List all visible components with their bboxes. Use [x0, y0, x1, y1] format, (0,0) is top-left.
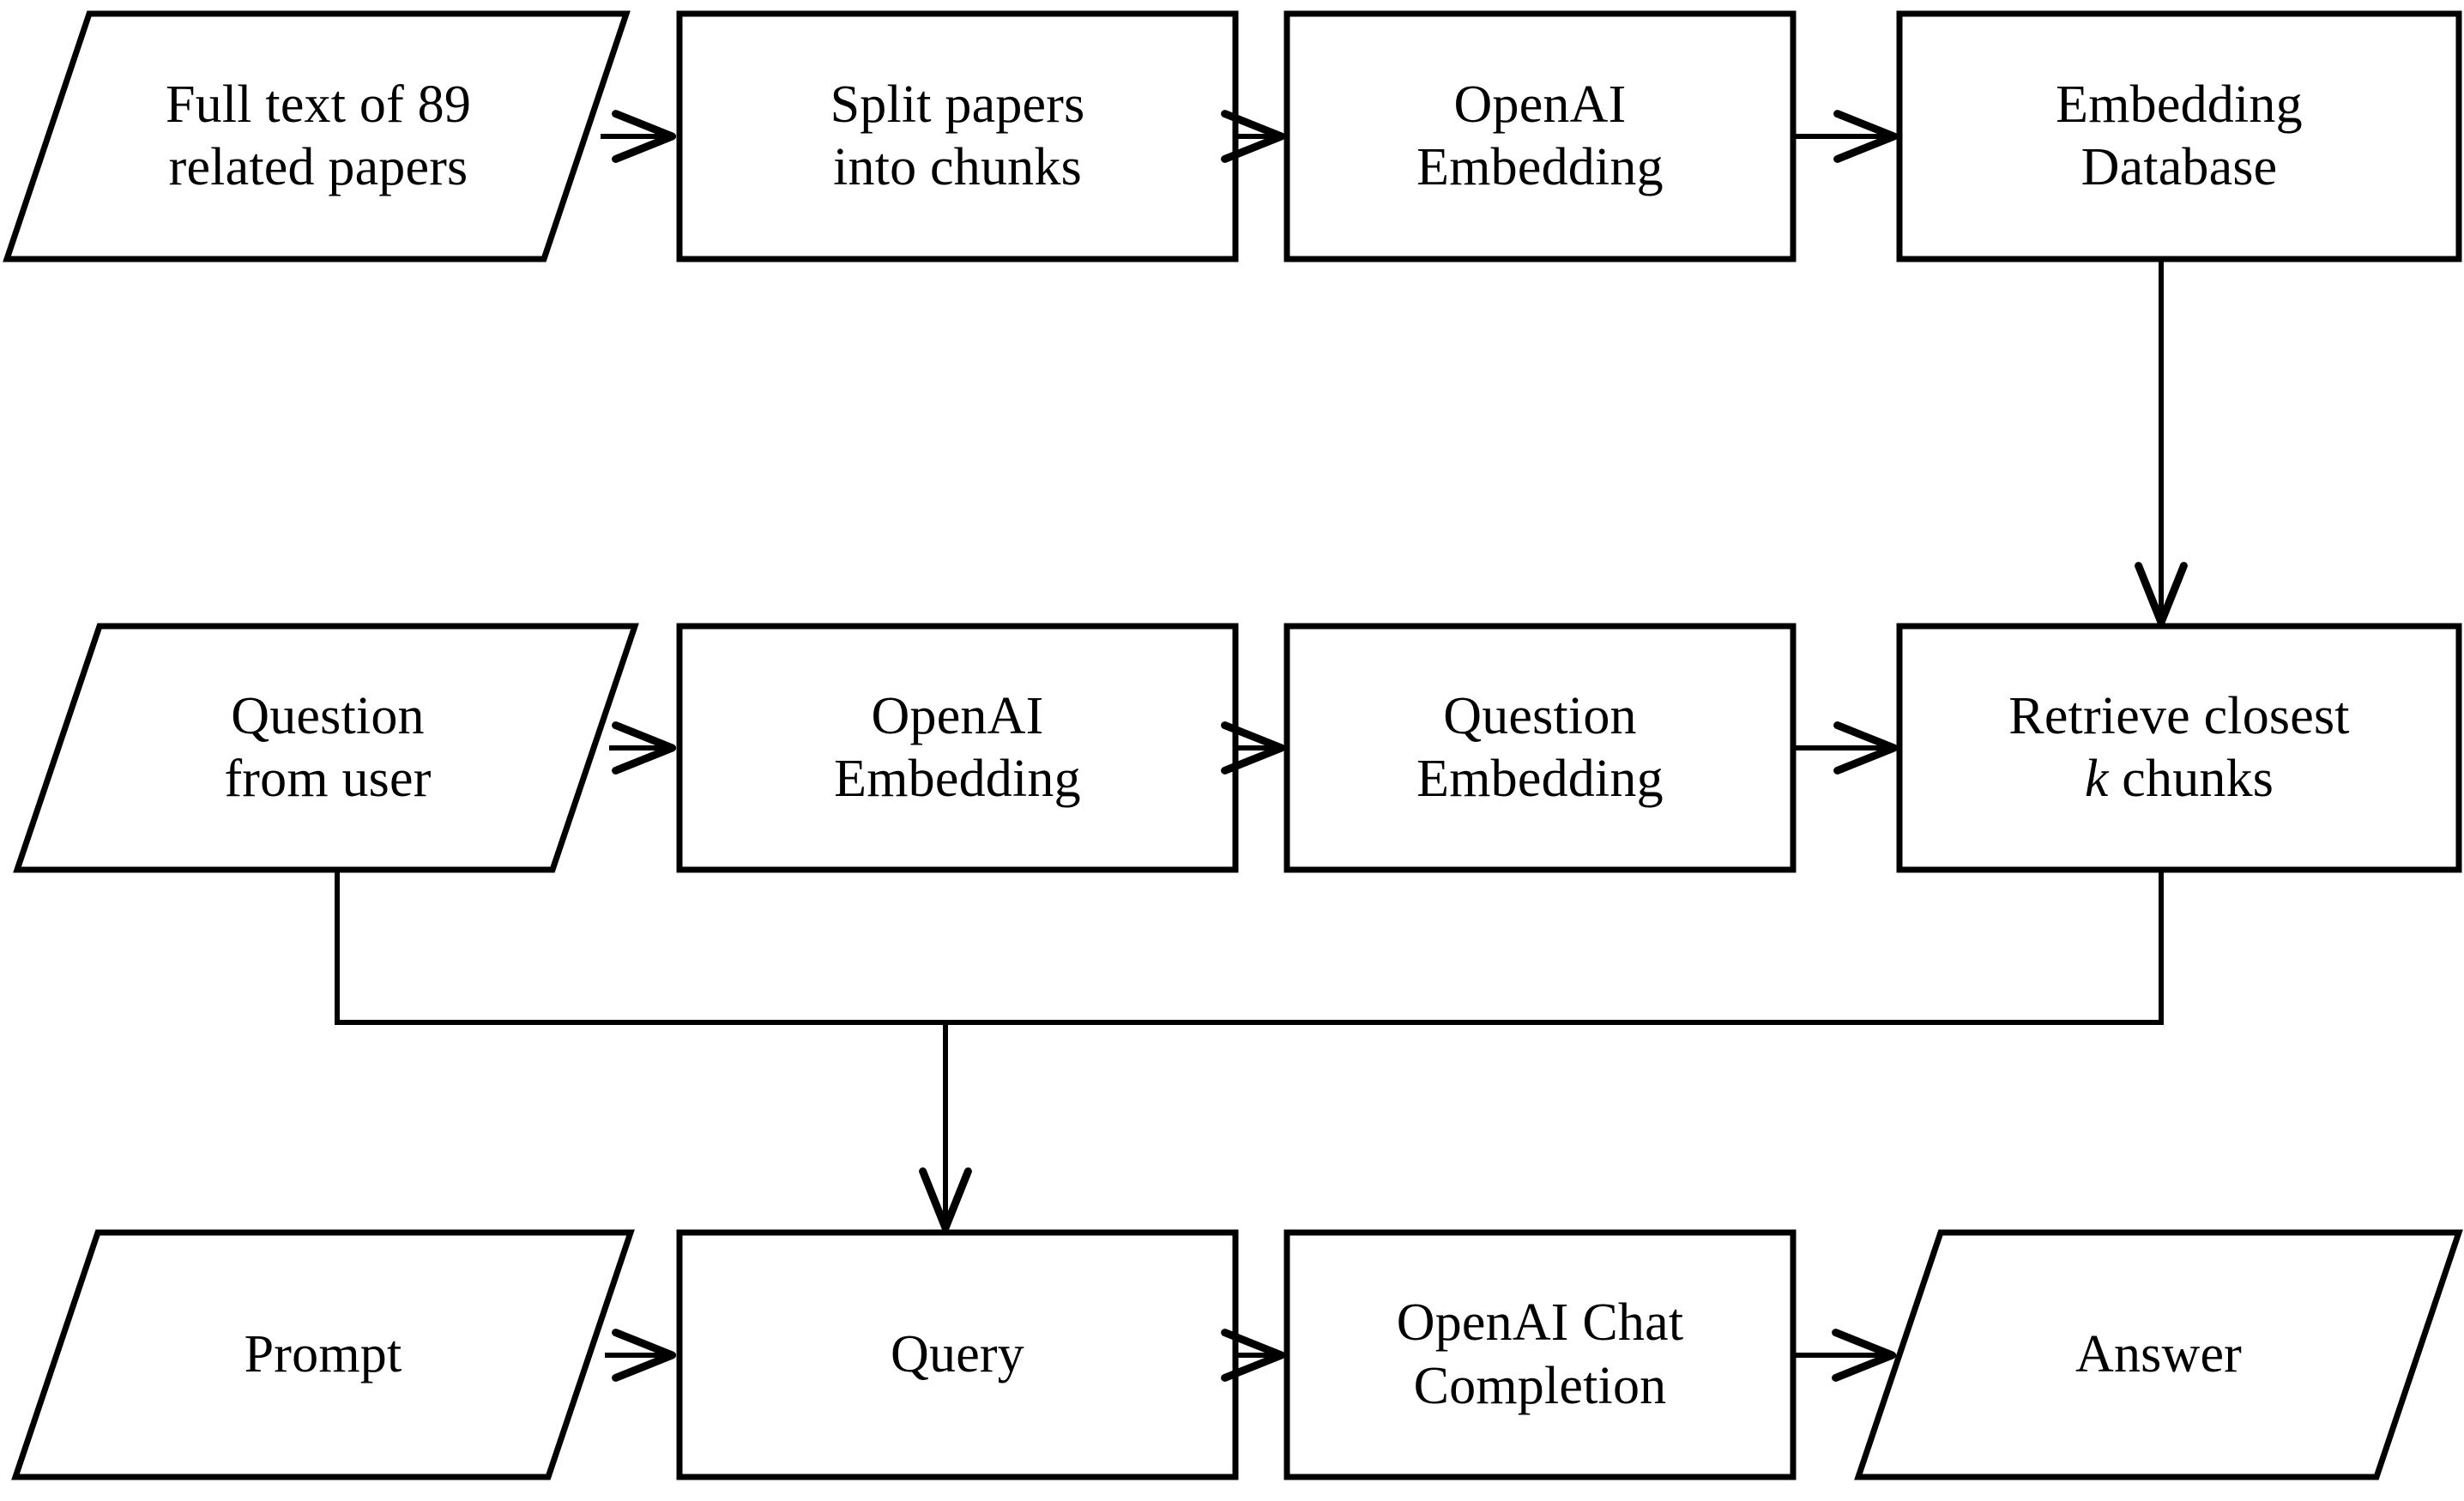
- node-full-text-shape[interactable]: [3, 10, 631, 262]
- node-retrieve-chunks-shape[interactable]: [1896, 623, 2462, 873]
- edge-question-elbow-to-query: [335, 870, 945, 1025]
- node-openai-embedding-query-shape[interactable]: [676, 623, 1239, 873]
- edge-retrieve-elbow-to-query: [945, 870, 2164, 1025]
- node-answer-shape[interactable]: [1854, 1229, 2463, 1480]
- node-question-embedding-shape[interactable]: [1283, 623, 1797, 873]
- node-openai-chat-completion-shape[interactable]: [1283, 1229, 1797, 1480]
- node-question-from-user-shape[interactable]: [13, 623, 639, 873]
- node-split-papers-shape[interactable]: [676, 10, 1239, 262]
- node-openai-embedding-ingest-shape[interactable]: [1283, 10, 1797, 262]
- node-query-shape[interactable]: [676, 1229, 1239, 1480]
- node-embedding-database-shape[interactable]: [1896, 10, 2462, 262]
- node-prompt-shape[interactable]: [11, 1229, 635, 1480]
